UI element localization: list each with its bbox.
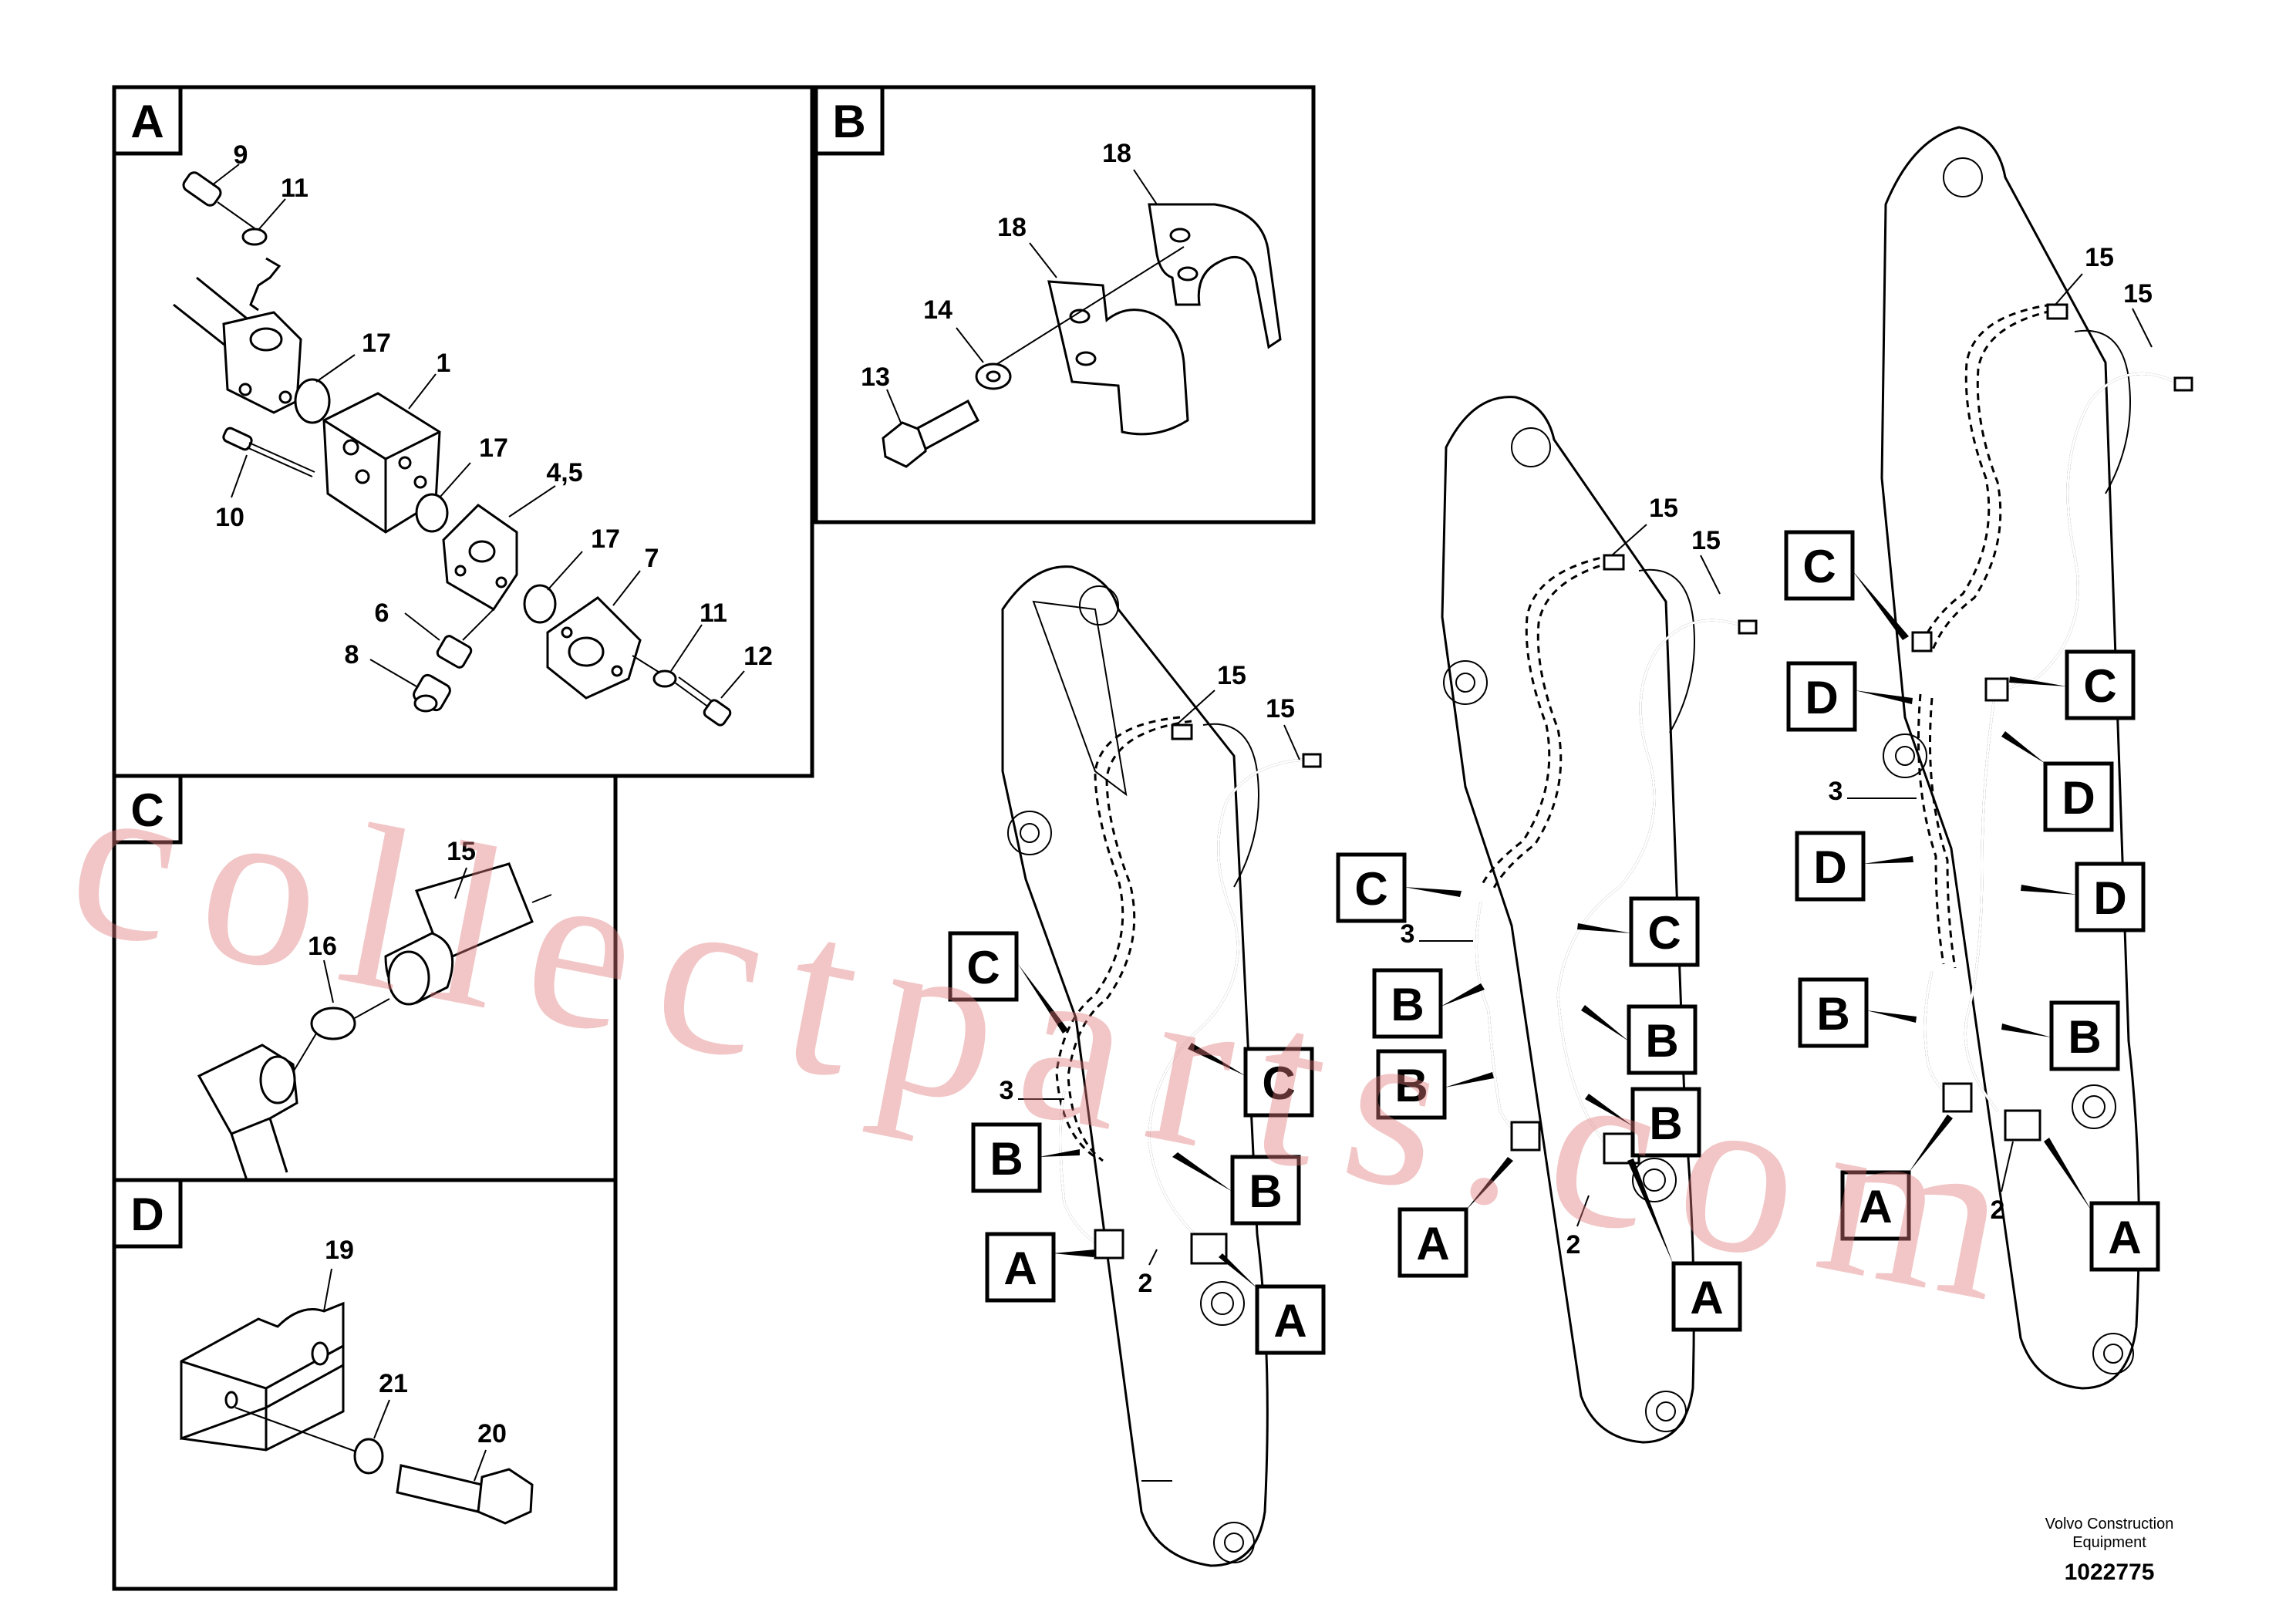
footer-company-line2: Equipment (2072, 1534, 2146, 1551)
arm3-label-c2: C (2083, 660, 2116, 712)
arm1-callout-15b: 15 (1266, 694, 1295, 723)
callout-a-17-2: 17 (479, 433, 508, 463)
callout-b-13: 13 (861, 363, 890, 392)
hose-15-drawing (384, 862, 552, 1006)
callout-c-16: 16 (308, 932, 337, 961)
arm1-label-b1: B (990, 1133, 1023, 1185)
bolt-9-drawing (182, 171, 255, 229)
arm3-callout-3: 3 (1829, 777, 1843, 806)
panel-b-tag: B (832, 96, 865, 147)
arm2-callout-15a: 15 (1649, 494, 1678, 523)
o-ring-16-drawing (310, 1007, 356, 1040)
arm2-label-a2: A (1690, 1272, 1723, 1324)
panel-a-tag: A (130, 96, 164, 147)
arm3-label-b2: B (2068, 1011, 2101, 1063)
adapter-4-5-drawing (442, 504, 518, 612)
callout-c-15: 15 (447, 837, 476, 866)
arm3-label-d4: D (2093, 872, 2126, 924)
o-ring-17a-drawing (294, 378, 331, 424)
clamp-block-19-drawing (180, 1301, 345, 1452)
callout-a-6: 6 (375, 599, 389, 628)
panel-b: B 18 18 14 13 (814, 85, 1316, 524)
arm3-label-c1: C (1802, 541, 1836, 592)
callout-b-18a: 18 (1102, 139, 1131, 168)
callout-b-14: 14 (923, 295, 952, 325)
fitting-6-drawing (436, 609, 494, 669)
callout-a-7: 7 (645, 544, 659, 573)
panel-d-tag: D (130, 1189, 164, 1240)
nut-8-drawing (413, 673, 451, 713)
elbow-fitting-drawing (197, 1033, 317, 1181)
washer-21-drawing (353, 1438, 384, 1475)
arm3-label-a1: A (1859, 1181, 1892, 1233)
arm3-label-d1: D (1805, 672, 1838, 723)
arm3-callout-15b: 15 (2123, 279, 2153, 309)
callout-d-21: 21 (379, 1369, 408, 1398)
arm3-label-a2: A (2108, 1212, 2141, 1263)
arm2-callout-3: 3 (1401, 919, 1415, 949)
arm1-label-c2: C (1262, 1057, 1295, 1109)
arm1-callout-3: 3 (1000, 1076, 1014, 1105)
callout-a-11b: 11 (700, 599, 727, 628)
callout-a-1: 1 (437, 349, 451, 378)
arm2-callout-15b: 15 (1691, 526, 1721, 555)
arm3-callout-2: 2 (1991, 1195, 2005, 1225)
callout-a-12: 12 (743, 642, 773, 671)
arm1-callout-2: 2 (1138, 1269, 1153, 1298)
callout-d-20: 20 (477, 1419, 507, 1448)
clamp-half-18b-drawing (1047, 280, 1189, 436)
bolt-13-drawing (882, 399, 980, 468)
arm1-label-a1: A (1003, 1243, 1037, 1294)
panel-a: A (112, 85, 814, 778)
flange-7-drawing (546, 596, 642, 700)
arm2-label-a1: A (1416, 1218, 1449, 1270)
arm2-label-c2: C (1647, 907, 1681, 959)
arm1-callout-15a: 15 (1217, 661, 1246, 690)
bolt-10-drawing (222, 427, 315, 477)
panel-c: C 15 16 (112, 774, 618, 1182)
arm3-label-b1: B (1816, 988, 1849, 1040)
arm2-label-b1: B (1391, 979, 1424, 1030)
footer-drawing-number: 1022775 (2065, 1560, 2155, 1585)
arm-2: 15 15 3 2 C C B B B B A A (1336, 396, 1758, 1444)
flange-tube-drawing (249, 257, 282, 312)
arm2-label-b2: B (1645, 1015, 1678, 1067)
clamp-half-18a-drawing (1148, 203, 1282, 349)
o-ring-17b-drawing (415, 493, 449, 533)
callout-a-9: 9 (234, 140, 248, 170)
footer: Volvo Construction Equipment 1022775 (2045, 1516, 2174, 1585)
arm-3: 15 15 3 2 C C D D D D B B A (1784, 126, 2193, 1390)
panel-d: D 19 21 20 (112, 1178, 618, 1591)
arm3-label-d3: D (1813, 841, 1846, 893)
arm3-label-d2: D (2062, 772, 2095, 824)
callout-a-17-3: 17 (591, 524, 620, 554)
arm2-label-b4: B (1649, 1098, 1682, 1149)
callout-a-11: 11 (281, 174, 308, 203)
arm2-callout-2: 2 (1566, 1230, 1581, 1259)
footer-company: Volvo Construction (2045, 1516, 2174, 1533)
arm1-label-b2: B (1249, 1165, 1282, 1217)
arm1-label-c1: C (966, 942, 1000, 993)
callout-a-10: 10 (215, 503, 244, 532)
washer-11b-drawing (652, 669, 677, 688)
arm3-callout-15a: 15 (2085, 243, 2114, 272)
arm2-label-b3: B (1394, 1060, 1428, 1111)
callout-a-8: 8 (345, 640, 359, 669)
arm2-label-c1: C (1354, 863, 1387, 915)
callout-a-17-1: 17 (362, 329, 391, 358)
callout-b-18b: 18 (997, 213, 1027, 242)
panel-c-tag: C (130, 784, 164, 836)
arm1-label-a2: A (1273, 1295, 1306, 1347)
bolt-12-drawing (674, 676, 732, 727)
callout-a-4-5: 4,5 (546, 458, 582, 487)
o-ring-17c-drawing (523, 584, 557, 624)
pipe-flange-drawing (173, 276, 302, 414)
callout-d-19: 19 (325, 1236, 354, 1265)
arm-1: 15 15 3 2 C C B B A A (948, 565, 1326, 1567)
washer-11-drawing (241, 228, 268, 246)
bolt-20-drawing (396, 1464, 534, 1525)
